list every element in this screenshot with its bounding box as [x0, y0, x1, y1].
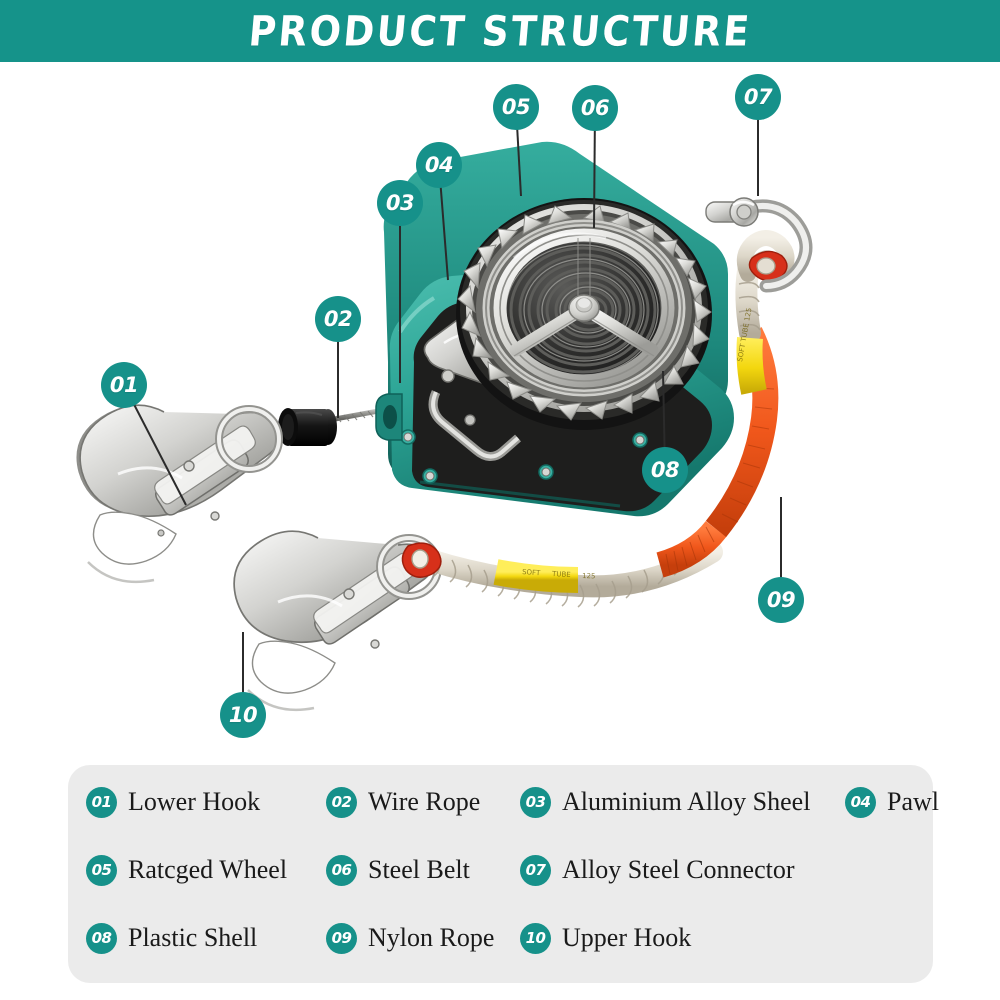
- upper-hook-part: [233, 530, 442, 712]
- callout-badge-05[interactable]: 05: [493, 84, 539, 130]
- product-structure-diagram: SOFT TUBE 125: [0, 62, 1000, 752]
- callout-badge-09[interactable]: 09: [758, 577, 804, 623]
- callout-badge-04[interactable]: 04: [416, 142, 462, 188]
- drum-assembly: [456, 198, 712, 430]
- legend-item-02[interactable]: 02 Wire Rope: [326, 786, 481, 818]
- nylon-rope-lower: SOFT TUBE 125: [401, 520, 727, 608]
- legend-badge-04: 04: [845, 786, 876, 818]
- legend-badge-06: 06: [326, 854, 357, 886]
- lower-hook-part: [76, 404, 283, 584]
- legend-item-08[interactable]: 08 Plastic Shell: [86, 922, 258, 954]
- header-banner: PRODUCT STRUCTURE: [0, 0, 1000, 62]
- legend-item-10[interactable]: 10 Upper Hook: [520, 922, 692, 954]
- svg-text:TUBE: TUBE: [551, 570, 571, 579]
- legend-panel: 01 Lower Hook 02 Wire Rope 03 Aluminium Alloy…: [68, 765, 939, 983]
- legend-item-04[interactable]: 04 Pawl: [845, 786, 939, 818]
- callout-badge-07[interactable]: 07: [735, 74, 781, 120]
- page-title: PRODUCT STRUCTURE: [246, 6, 754, 56]
- legend-label-09: Nylon Rope: [368, 923, 495, 952]
- legend-badge-01: 01: [86, 786, 117, 818]
- legend-badge-03: 03: [520, 786, 551, 818]
- legend-item-05[interactable]: 05 Ratcged Wheel: [86, 854, 288, 886]
- legend-label-01: Lower Hook: [128, 787, 261, 816]
- svg-text:SOFT: SOFT: [522, 568, 541, 577]
- callout-badge-10[interactable]: 10: [220, 692, 266, 738]
- product-illustration: SOFT TUBE 125: [76, 97, 813, 715]
- legend-row: 05 Ratcged Wheel 06 Steel Belt 07 Alloy Steel…: [68, 847, 933, 893]
- nylon-rope-upper: SOFT TUBE 125: [705, 230, 795, 538]
- legend-label-02: Wire Rope: [368, 787, 481, 816]
- legend-label-07: Alloy Steel Connector: [562, 855, 795, 884]
- legend-row: 01 Lower Hook 02 Wire Rope 03 Aluminium Alloy…: [68, 779, 939, 825]
- callout-badge-02[interactable]: 02: [315, 296, 361, 342]
- alloy-steel-connector-part: [705, 197, 813, 293]
- legend-label-10: Upper Hook: [562, 923, 692, 952]
- callout-badge-08[interactable]: 08: [642, 447, 688, 493]
- legend-label-05: Ratcged Wheel: [128, 855, 288, 884]
- legend-badge-05: 05: [86, 854, 117, 886]
- legend-label-04: Pawl: [887, 787, 939, 816]
- legend-item-03[interactable]: 03 Aluminium Alloy Sheel: [520, 786, 811, 818]
- callout-badge-03[interactable]: 03: [377, 180, 423, 226]
- legend-badge-10: 10: [520, 922, 551, 954]
- legend-label-03: Aluminium Alloy Sheel: [562, 787, 811, 816]
- legend-label-08: Plastic Shell: [128, 923, 258, 952]
- legend-badge-07: 07: [520, 854, 551, 886]
- svg-text:125: 125: [582, 572, 596, 580]
- callout-badge-01[interactable]: 01: [101, 362, 147, 408]
- legend-badge-02: 02: [326, 786, 357, 818]
- legend-badge-09: 09: [326, 922, 357, 954]
- ratchet-wheel: [457, 205, 712, 421]
- rubber-stopper-part: [278, 408, 337, 446]
- legend-item-09[interactable]: 09 Nylon Rope: [326, 922, 495, 954]
- legend-badge-08: 08: [86, 922, 117, 954]
- legend-item-01[interactable]: 01 Lower Hook: [86, 786, 261, 818]
- legend-label-06: Steel Belt: [368, 855, 470, 884]
- legend-item-07[interactable]: 07 Alloy Steel Connector: [520, 854, 795, 886]
- legend-item-06[interactable]: 06 Steel Belt: [326, 854, 470, 886]
- callout-badge-06[interactable]: 06: [572, 85, 618, 131]
- legend-row: 08 Plastic Shell 09 Nylon Rope 10 Upper Hook: [68, 915, 933, 961]
